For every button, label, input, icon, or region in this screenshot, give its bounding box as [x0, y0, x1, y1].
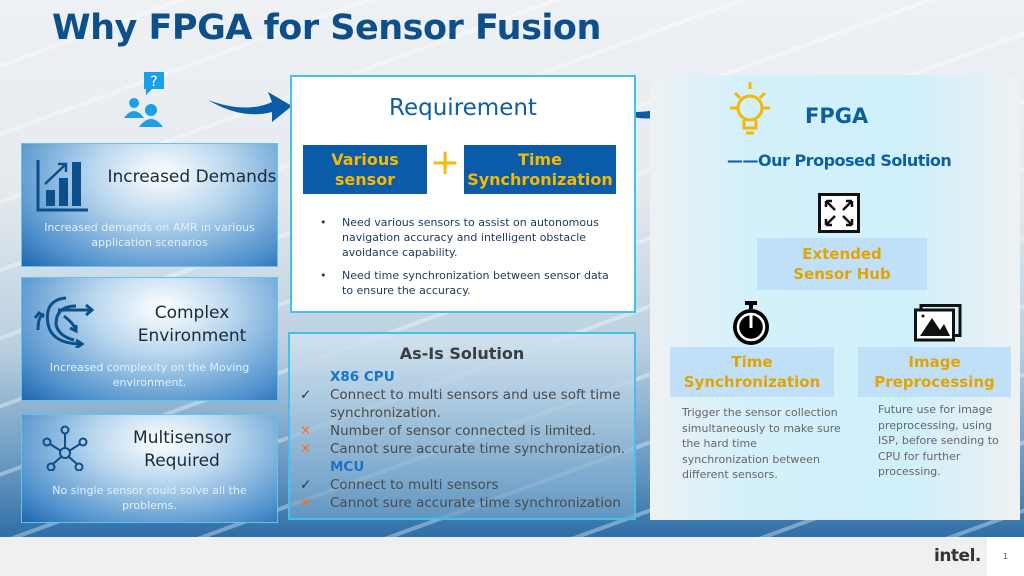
- card-heading: Complex Environment: [137, 303, 247, 346]
- network-hub-icon: [42, 425, 88, 471]
- list-item: Connect to multi sensors: [330, 477, 499, 493]
- cross-icon: ✕: [300, 495, 312, 511]
- card-text: No single sensor could solve all the pro…: [52, 484, 247, 512]
- bullet-item: Need various sensors to assist on autono…: [320, 215, 620, 260]
- users-question-icon: ?: [124, 72, 164, 127]
- lightbulb-icon: [730, 82, 770, 135]
- card-heading: Increased Demands: [107, 167, 277, 187]
- arrow-right-icon: [208, 92, 292, 122]
- various-sensor-box: Various sensor: [303, 145, 427, 194]
- check-icon: ✓: [300, 387, 312, 403]
- as-is-solution-panel: As-Is Solution X86 CPU ✓ Connect to multi…: [288, 332, 636, 520]
- fpga-subtitle: ——Our Proposed Solution: [727, 151, 952, 170]
- group-label: MCU: [330, 459, 365, 475]
- image-preprocessing-box: Image Preprocessing: [858, 347, 1011, 397]
- card-complex-environment: Complex Environment Increased complexity…: [21, 277, 278, 401]
- svg-text:?: ?: [150, 74, 157, 90]
- slide-title: Why FPGA for Sensor Fusion: [52, 8, 601, 48]
- card-multisensor-required: Multisensor Required No single sensor co…: [21, 414, 278, 523]
- requirement-bullets-wrap: Need various sensors to assist on autono…: [290, 75, 636, 313]
- image-gallery-icon: [914, 304, 962, 342]
- fpga-panel: [650, 75, 1020, 520]
- time-sync-description: Trigger the sensor collection simultaneo…: [682, 406, 841, 481]
- group-label: X86 CPU: [330, 369, 395, 385]
- plus-sign: +: [430, 142, 461, 183]
- requirement-title: Requirement: [389, 95, 537, 121]
- stopwatch-icon: [733, 301, 769, 345]
- footer-bar: [0, 537, 1024, 576]
- list-item: Number of sensor connected is limited.: [330, 423, 596, 439]
- fpga-title: FPGA: [805, 104, 869, 128]
- as-is-title: As-Is Solution: [399, 344, 525, 363]
- card-heading: Multisensor Required: [133, 428, 231, 471]
- image-preprocessing-description: Future use for image preprocessing, usin…: [878, 403, 999, 478]
- cross-icon: ✕: [300, 423, 312, 439]
- growth-chart-icon: [36, 160, 88, 212]
- extended-sensor-hub-box: Extended Sensor Hub: [757, 238, 927, 290]
- list-item: Connect to multi sensors and use soft ti…: [330, 387, 621, 421]
- complex-arrows-icon: [34, 296, 95, 348]
- intel-logo: intel.: [934, 546, 981, 566]
- list-item: Cannot sure accurate time synchronizatio…: [330, 441, 626, 457]
- page-number: 1: [987, 537, 1024, 576]
- card-increased-demands: Increased Demands Increased demands on A…: [21, 143, 278, 267]
- time-sync-box: Time Synchronization: [464, 145, 616, 194]
- time-synchronization-box: Time Synchronization: [670, 347, 834, 397]
- check-icon: ✓: [300, 477, 312, 493]
- requirement-bullets: Need various sensors to assist on autono…: [320, 215, 620, 306]
- expand-icon: [818, 193, 860, 233]
- card-text: Increased demands on AMR in various appl…: [44, 221, 255, 249]
- card-text: Increased complexity on the Moving envir…: [49, 361, 250, 389]
- bullet-item: Need time synchronization between sensor…: [320, 268, 620, 298]
- cross-icon: ✕: [300, 441, 312, 457]
- list-item: Cannot sure accurate time synchronizatio…: [330, 495, 621, 511]
